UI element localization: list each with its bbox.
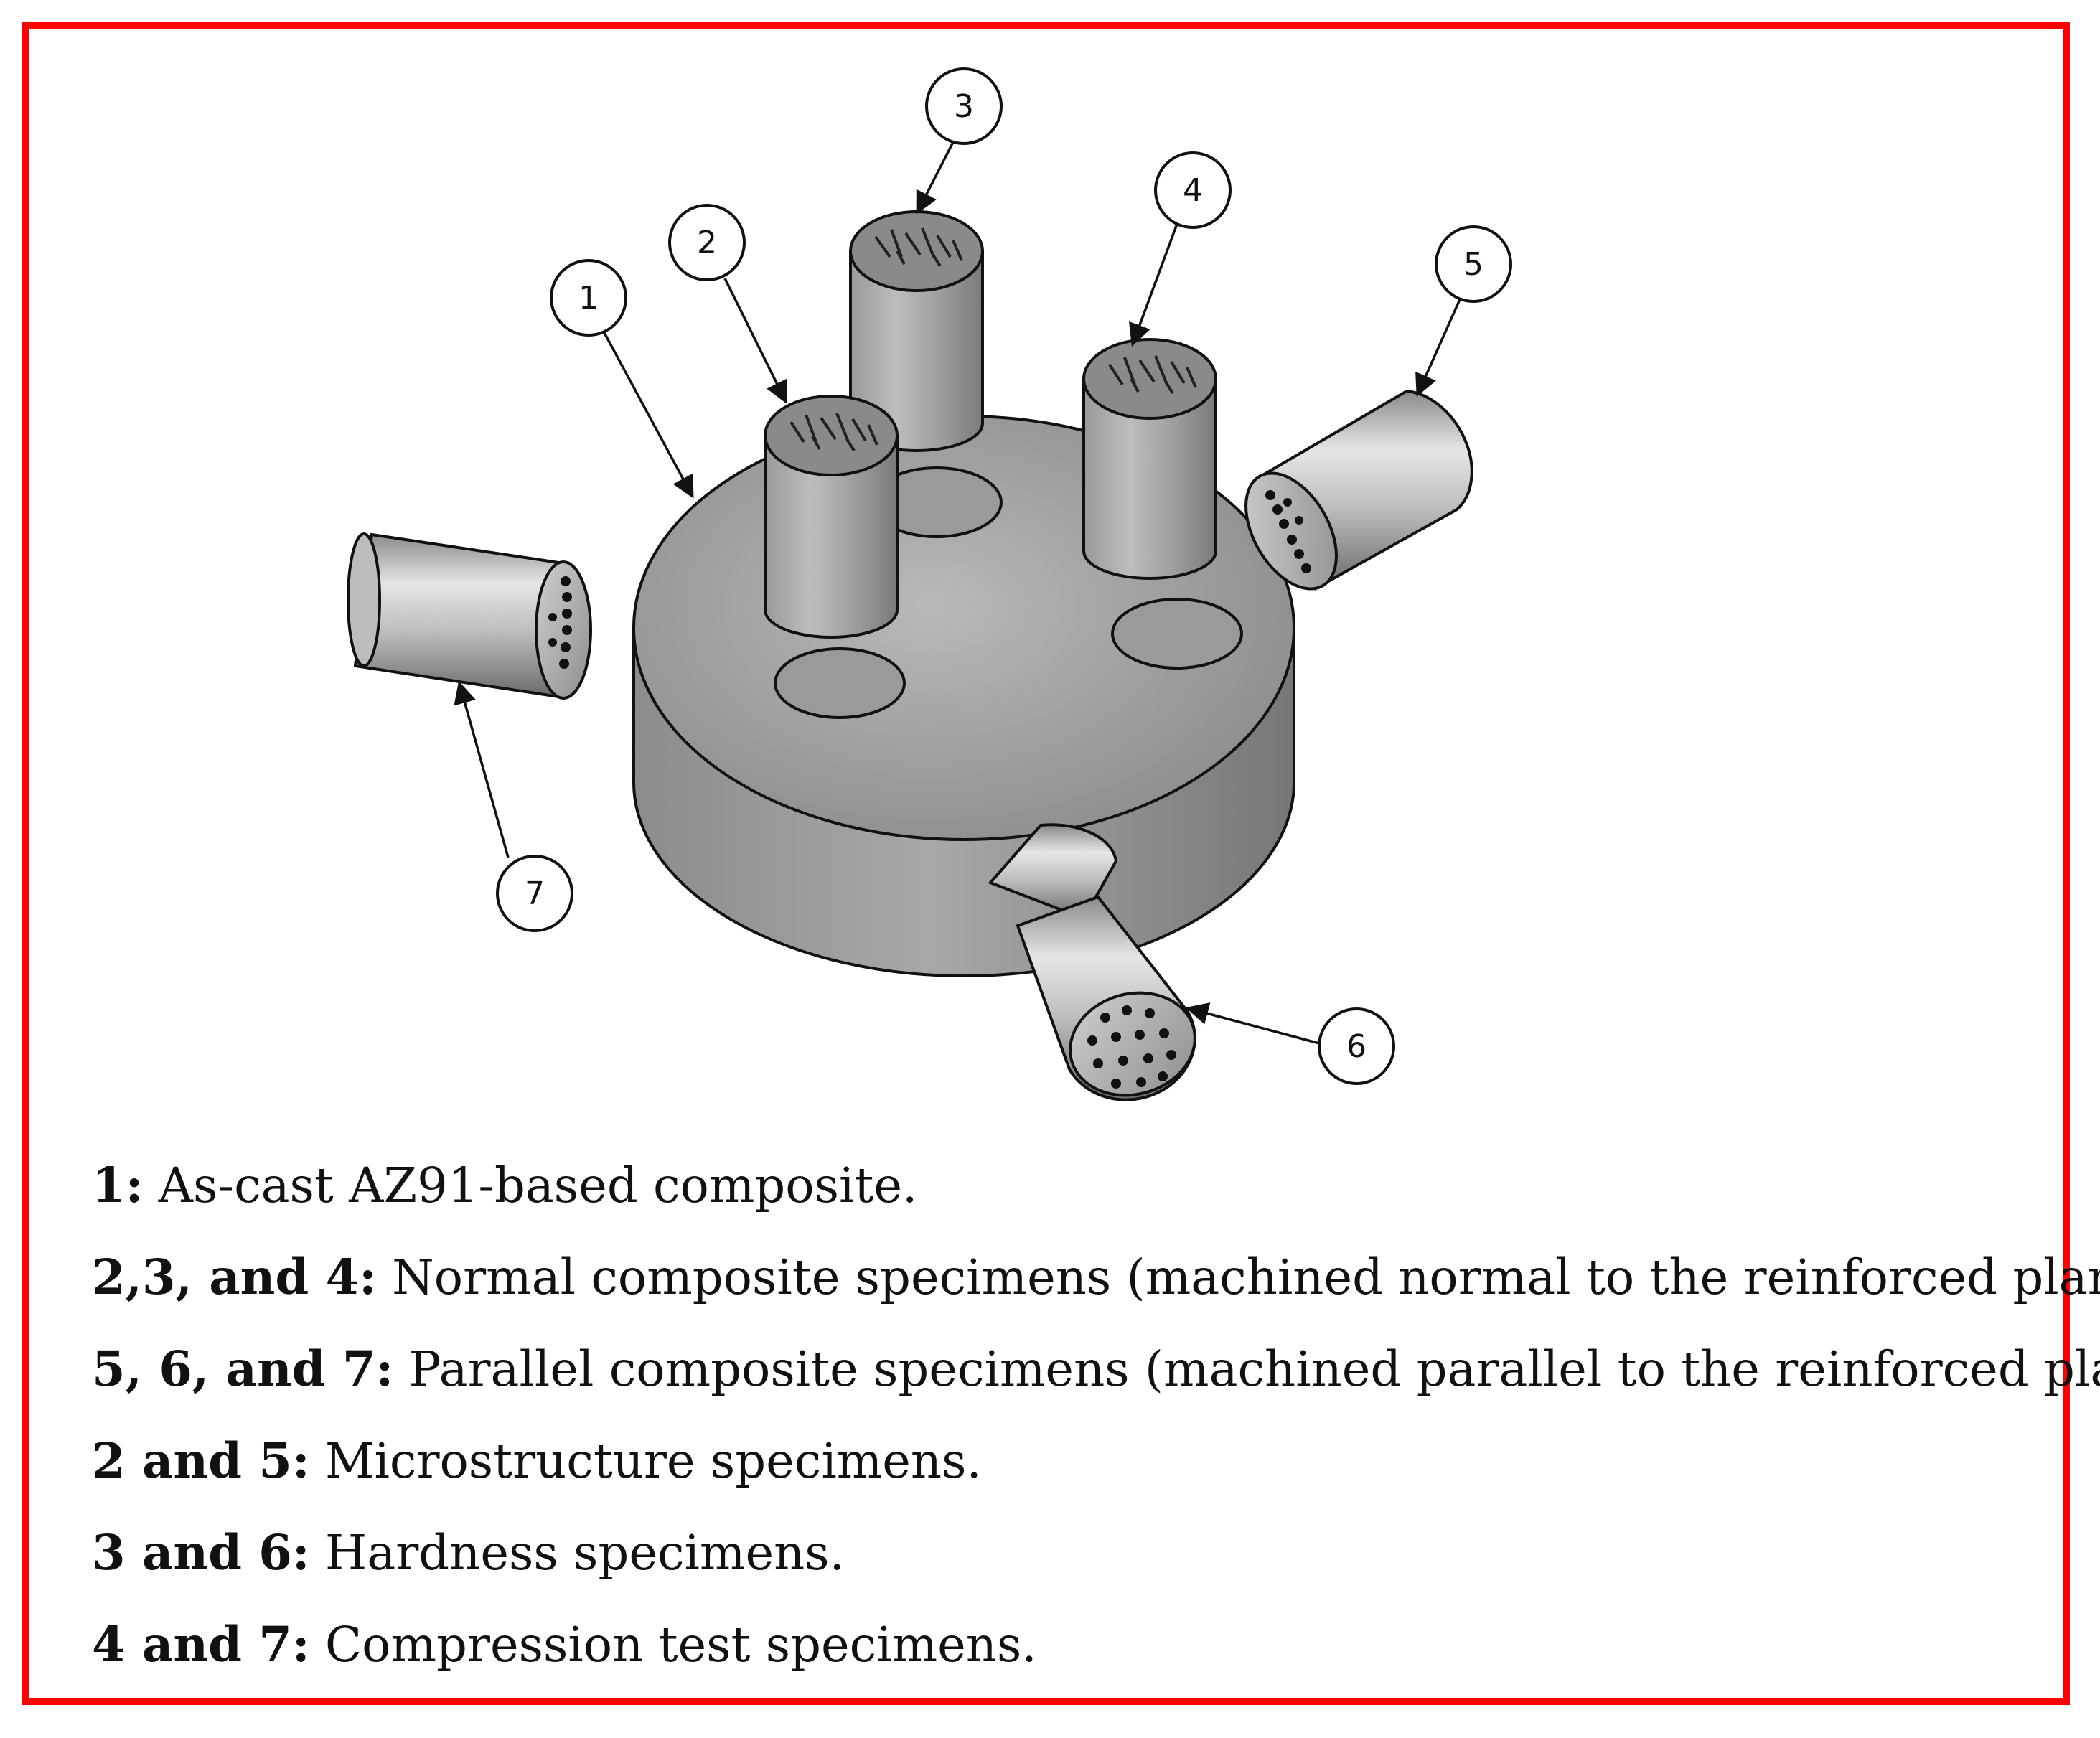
callout-7: 7 — [496, 855, 573, 932]
leader-line-4 — [1129, 223, 1178, 347]
legend-text: Normal composite specimens (machined nor… — [376, 1249, 2100, 1305]
callout-3: 3 — [925, 67, 1003, 145]
specimen-6-cylinder — [988, 823, 1196, 1101]
legend-text: Hardness specimens. — [309, 1525, 845, 1581]
legend-key: 2 and 5: — [92, 1432, 310, 1489]
callout-2: 2 — [668, 204, 746, 281]
legend-key: 3 and 6: — [92, 1524, 310, 1581]
legend-text: Compression test specimens. — [309, 1617, 1037, 1673]
cut-hole-2 — [774, 647, 906, 719]
cut-hole-4 — [1111, 598, 1243, 670]
callout-2-label: 2 — [697, 225, 717, 261]
legend-row-3: 5, 6, and 7: Parallel composite specimen… — [92, 1345, 2100, 1394]
callout-6: 6 — [1318, 1007, 1395, 1085]
legend-text: Parallel composite specimens (machined p… — [393, 1341, 2100, 1397]
specimen-5-cylinder — [1244, 389, 1473, 591]
leader-line-5 — [1415, 297, 1462, 397]
callout-4-label: 4 — [1183, 172, 1203, 209]
legend-row-6: 4 and 7: Compression test specimens. — [92, 1620, 1037, 1669]
callout-5-label: 5 — [1463, 246, 1483, 283]
callout-4: 4 — [1154, 151, 1232, 229]
leader-line-2 — [723, 278, 787, 404]
legend-row-1: 1: As-cast AZ91-based composite. — [92, 1161, 917, 1210]
callout-1: 1 — [550, 259, 627, 337]
legend-key: 4 and 7: — [92, 1616, 310, 1673]
legend-row-5: 3 and 6: Hardness specimens. — [92, 1528, 845, 1577]
legend-row-2: 2,3, and 4: Normal composite specimens (… — [92, 1253, 2100, 1302]
legend-row-4: 2 and 5: Microstructure specimens. — [92, 1437, 982, 1485]
callout-6-label: 6 — [1346, 1028, 1367, 1065]
specimen-2-cylinder — [764, 395, 899, 639]
legend-text: Microstructure specimens. — [309, 1433, 982, 1489]
callout-1-label: 1 — [578, 280, 599, 316]
legend-key: 1: — [92, 1157, 144, 1213]
callout-7-label: 7 — [525, 875, 545, 912]
leader-line-1 — [601, 329, 694, 499]
figure-frame: 1 2 3 4 5 6 7 1: As-cast AZ91-based com — [22, 22, 2100, 1705]
specimen-7-cylinder — [347, 532, 592, 700]
leader-line-3 — [916, 141, 955, 215]
legend-text: As-cast AZ91-based composite. — [143, 1157, 918, 1213]
legend-key: 5, 6, and 7: — [92, 1340, 394, 1397]
callout-5: 5 — [1435, 225, 1512, 303]
callout-3-label: 3 — [954, 88, 974, 125]
legend-key: 2,3, and 4: — [92, 1249, 377, 1305]
specimen-4-cylinder — [1082, 338, 1217, 580]
leader-line-7 — [454, 680, 510, 858]
leader-line-6 — [1185, 1002, 1323, 1046]
specimen-diagram: 1 2 3 4 5 6 7 — [347, 67, 1512, 1101]
